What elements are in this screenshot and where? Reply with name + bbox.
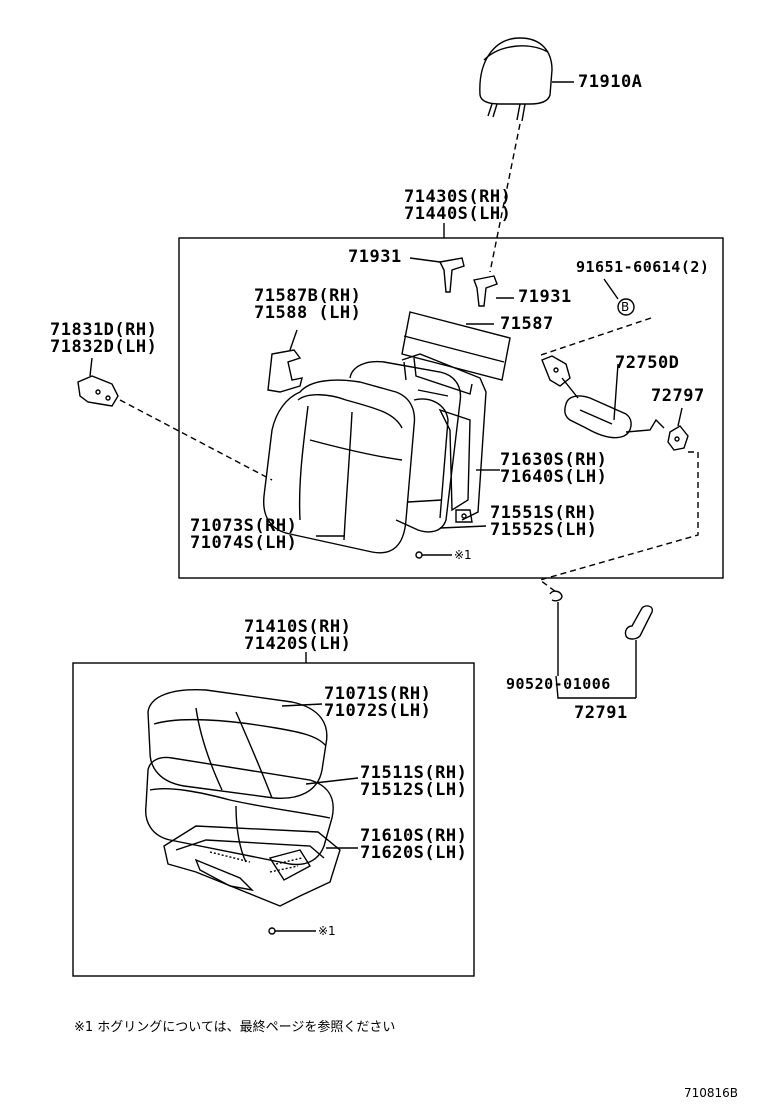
bracket-pad-drawing	[267, 329, 303, 393]
lever-drawing	[624, 605, 654, 698]
label-back-frame-rh: 71630S(RH)	[500, 450, 608, 470]
label-hog-ring-top: ※1	[454, 548, 472, 562]
label-seatback-assy-rh: 71430S(RH)	[404, 187, 512, 207]
label-cushion-frame-rh: 71610S(RH)	[360, 826, 468, 846]
label-bolt: 91651-60614(2)	[576, 258, 710, 276]
label-cushion-pad-rh: 71511S(RH)	[360, 763, 468, 783]
label-cushion-assy-rh: 71410S(RH)	[244, 617, 352, 637]
diagram-id: 710816B	[684, 1086, 739, 1100]
hinge-cover-drawing	[77, 357, 119, 407]
label-seatback-assy-lh: 71440S(LH)	[404, 204, 512, 224]
recliner-drawing	[541, 355, 665, 439]
label-lever: 72791	[574, 703, 628, 723]
label-ref-b: B	[621, 300, 630, 314]
label-bracket-pad-rh: 71587B(RH)	[254, 286, 362, 306]
footnote: ※1 ホグリングについては、最終ページを参照ください	[74, 1020, 396, 1035]
seatback-group-box	[178, 237, 724, 579]
label-recliner: 72750D	[615, 353, 680, 373]
label-hog-ring-bottom: ※1	[318, 924, 336, 938]
label-clip: 90520-01006	[506, 675, 611, 693]
label-back-cover-lh: 71074S(LH)	[190, 533, 298, 553]
label-pin-lower: 71931	[518, 287, 572, 307]
label-cushion-assy-lh: 71420S(LH)	[244, 634, 352, 654]
cushion-frame-drawing	[163, 825, 358, 907]
label-back-pad-lh: 71552S(LH)	[490, 520, 598, 540]
label-hinge-cover-rh: 71831D(RH)	[50, 320, 158, 340]
label-cushion-cover-lh: 71072S(LH)	[324, 701, 432, 721]
knob-drawing	[667, 407, 689, 451]
seatback-cover-drawing	[263, 379, 416, 554]
label-bracket-pad-lh: 71588 (LH)	[254, 303, 362, 323]
headrest-drawing	[479, 37, 574, 122]
cushion-group-box	[72, 662, 475, 977]
label-back-frame-lh: 71640S(LH)	[500, 467, 608, 487]
cushion-cover-drawing	[147, 689, 328, 799]
label-pin-upper: 71931	[348, 247, 402, 267]
label-back-pad-rh: 71551S(RH)	[490, 503, 598, 523]
pin-lower-drawing	[473, 275, 514, 307]
seatback-pad-drawing	[349, 360, 487, 533]
seatback-frame-drawing	[401, 353, 500, 523]
label-cushion-frame-lh: 71620S(LH)	[360, 843, 468, 863]
label-cushion-cover-rh: 71071S(RH)	[324, 684, 432, 704]
pin-upper-drawing	[409, 257, 465, 293]
label-headrest: 71910A	[578, 72, 643, 92]
label-back-cover-rh: 71073S(RH)	[190, 516, 298, 536]
label-cushion-pad-lh: 71512S(LH)	[360, 780, 468, 800]
hog-ring-bottom	[268, 927, 316, 935]
clip-drawing	[549, 590, 563, 676]
label-knob: 72797	[651, 386, 705, 406]
pad-insert-drawing	[401, 311, 511, 381]
cushion-pad-drawing	[145, 756, 359, 866]
label-pad-insert: 71587	[500, 314, 554, 334]
ref-b-circle	[617, 298, 635, 316]
hog-ring-top	[415, 551, 452, 559]
label-hinge-cover-lh: 71832D(LH)	[50, 337, 158, 357]
